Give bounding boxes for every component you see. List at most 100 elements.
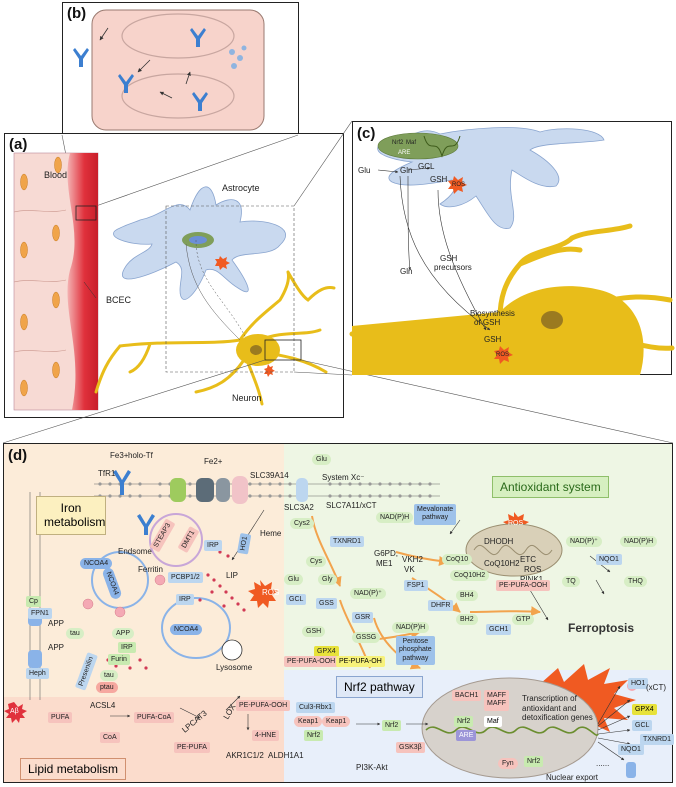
d-ros2: ROS [524,565,542,574]
c-ros-top: ROS [452,182,466,188]
d-ncoa4-3: NCOA4 [170,624,203,635]
c-gsh-precursors-1: GSH [440,254,458,263]
d-akr: AKR1C1/2 [226,751,264,760]
d-system-xc: System Xc⁻ [322,473,365,482]
d-bach1: BACH1 [452,690,482,701]
d-nadp-right: NAD(P)⁺ [566,536,602,547]
c-gsh-bottom: GSH [484,335,502,344]
d-ao-glu: Glu [312,454,331,465]
b-transferrin-receptors [73,28,208,111]
d-gch1: GCH1 [486,624,512,635]
d-dots: ...... [596,759,610,768]
d-nrf2-nuc: Nrf2 [454,716,474,727]
d-nuclear-export: Nuclear export [546,773,599,782]
d-pi3k: PI3K-Akt [356,763,388,772]
d-nrf2-title: Nrf2 pathway [336,676,423,698]
d-nadp-mid: NAD(P)⁺ [350,588,386,599]
a-neuron [94,270,336,406]
d-ferroptosis: Ferroptosis [568,621,635,635]
d-dhodh: DHODH [484,537,514,546]
d-irp1: IRP [204,540,222,551]
a-neuron-label: Neuron [232,393,262,403]
d-me1: ME1 [376,559,393,568]
d-xct: (xCT) [646,683,666,692]
a-blood-label: Blood [44,170,68,180]
d-fpn1: FPN1 [28,608,52,619]
d-txnrd1: TXNRD1 [330,536,365,547]
d-keap1-a: Keap1 [294,716,323,727]
d-tau2: tau [100,670,118,681]
d-pe-pufa-ooh: PE-PUFA-OOH [236,700,291,711]
d-slc39a14-channel [232,476,248,504]
d-gly: Gly [318,574,337,585]
d-txnrd1-out: TXNRD1 [640,734,675,745]
d-gsh: GSH [302,626,326,637]
d-fsp1: FSP1 [404,580,428,591]
d-tau1: tau [66,628,84,639]
c-biosynthesis-1: Biosynthesis [470,309,515,318]
d-pufa: PUFA [48,712,73,723]
c-biosynthesis-2: of GSH [474,318,501,327]
d-vk: VK [404,565,415,574]
d-are: ARE [456,730,477,741]
d-nrf2-b: Nrf2 [382,720,402,731]
d-fyn: Fyn [498,758,518,769]
d-tfr1-receptor [113,470,131,495]
d-g6pd: G6PD, [374,549,399,558]
d-lip: LIP [226,571,239,580]
d-lipid-title: Lipid metabolism [20,758,127,780]
d-gcl-ao: GCL [286,594,307,605]
d-pcbp: PCBP1/2 [168,572,203,583]
d-ferritin: Ferritin [138,565,163,574]
a-bcec-label: BCEC [106,295,132,305]
d-pink1: PINK1 [520,576,543,584]
d-bh2: BH2 [456,614,478,625]
d-ao-ros: ROS [508,520,524,527]
d-pe-pufa: PE-PUFA [174,742,210,753]
d-nadph-mid: NAD(P)H [392,622,430,633]
b-cell [91,9,265,131]
d-gpx4-out: GPX4 [632,704,657,715]
c-ros-bottom: ROS [496,352,510,358]
d-mitochondrion [465,523,563,577]
d-slc39a14: SLC39A14 [250,471,289,480]
d-endosome: Endsome [118,547,152,556]
d-nadph-right: NAD(P)H [620,536,658,547]
d-aldh: ALDH1A1 [268,751,304,760]
c-astrocyte [377,127,605,229]
d-vkh2: VKH2 [402,555,423,564]
d-xc-channel [296,478,308,502]
d-cp: Cp [26,596,41,607]
d-zip-channel [196,478,214,502]
c-are: ARE [398,150,411,156]
d-cys2: Cys2 [290,518,314,529]
d-coq10h2-mid: CoQ10H2 [450,570,490,581]
d-pufa-coa: PUFA-CoA [134,712,175,723]
panel-b-label: (b) [67,5,87,22]
d-cys: Cys [306,556,327,567]
c-gln-mid: Gln [400,267,413,276]
a-astrocyte [113,186,287,300]
c-gsh-precursors-2: precursors [434,263,472,272]
d-nucleus [421,677,599,779]
d-gssg: GSSG [352,632,381,643]
d-gcl-out: GCL [632,720,653,731]
d-thq: THQ [624,576,647,587]
c-ros-star-top [448,176,467,194]
d-iron-title: Iron metabolism [36,496,106,535]
panel-a-label: (a) [9,136,28,153]
d-fe3: Fe3+ [110,451,129,460]
d-app2: APP [112,628,135,639]
d-gsr: GSR [352,612,374,623]
d-glu2: Glu [284,574,303,585]
d-acsl4: ACSL4 [90,701,116,710]
d-dhfr: DHFR [428,600,454,611]
d-etc: ETC [520,555,536,564]
d-coq10: CoQ10 [442,554,473,565]
d-app1: APP [48,619,65,628]
a-ros-star [215,256,230,270]
d-coa: CoA [100,732,120,743]
d-furin: Furin [108,654,130,665]
